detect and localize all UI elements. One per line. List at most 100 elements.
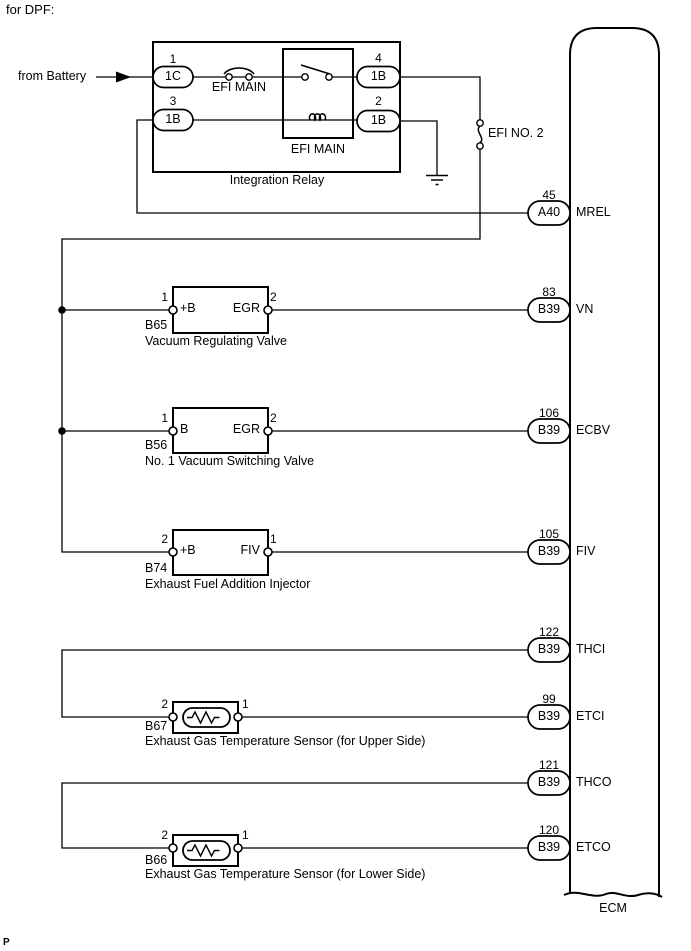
ecm-terminal-oval-ecbv: [527, 418, 571, 444]
terminal-signal: THCI: [576, 642, 606, 656]
b66-resistor-icon: [187, 843, 220, 858]
relay-pin3-id: 1B: [165, 112, 181, 126]
terminal-connector: B39: [537, 423, 561, 437]
relay-pin1-oval: [152, 65, 194, 89]
b56-pin1-number: 1: [161, 411, 168, 425]
terminal-connector: B39: [537, 302, 561, 316]
terminal-connector: A40: [537, 205, 561, 219]
b65-terminal-b: +B: [180, 301, 196, 315]
ecm-terminal-oval-vn: [527, 297, 571, 323]
terminal-signal: ETCI: [576, 709, 605, 723]
relay-pin4-number: 4: [375, 51, 382, 65]
wire-thci: [61, 649, 528, 718]
fuse-efi-no2-label: EFI NO. 2: [488, 126, 544, 140]
terminal-signal: MREL: [576, 205, 611, 219]
b56-name: No. 1 Vacuum Switching Valve: [145, 454, 315, 468]
ecm-terminal-oval-thco: [527, 770, 571, 796]
arrowhead-icon: [116, 71, 131, 83]
ground-icon: [426, 174, 448, 186]
wire-pin2-to-ground: [400, 120, 438, 175]
ecm-terminal-oval-etci: [527, 704, 571, 730]
b56-pin2-circle: [263, 426, 273, 436]
b65-pin2-number: 2: [270, 290, 277, 304]
ecm-label: ECM: [599, 901, 627, 915]
terminal-connector: B39: [537, 642, 561, 656]
terminal-signal: VN: [576, 302, 594, 316]
b67-pin1-number: 1: [242, 697, 249, 711]
terminal-signal: THCO: [576, 775, 612, 789]
efi-main-relay-label: EFI MAIN: [290, 142, 346, 156]
terminal-connector: B39: [537, 775, 561, 789]
fuse-efi-main-label: EFI MAIN: [211, 80, 267, 94]
page-heading: for DPF:: [6, 2, 55, 17]
terminal-connector: B39: [537, 709, 561, 723]
ecm-terminal-oval-mrel: [527, 200, 571, 226]
b66-name: Exhaust Gas Temperature Sensor (for Lowe…: [145, 867, 426, 881]
b67-pin2-circle: [168, 712, 178, 722]
terminal-signal: FIV: [576, 544, 596, 558]
b66-pin2-number: 2: [161, 828, 168, 842]
b67-element-oval: [182, 707, 231, 728]
ecm-break-line: [563, 891, 663, 898]
fuse-contact-icon: [476, 119, 484, 127]
ecm-terminal-oval-thci: [527, 637, 571, 663]
b56-terminal-b: B: [180, 422, 189, 436]
terminal-signal: ETCO: [576, 840, 611, 854]
b74-pin2-circle: [168, 547, 178, 557]
b74-terminal-fiv: FIV: [240, 543, 260, 557]
integration-relay-box: [152, 41, 401, 173]
fuse-contact-icon: [225, 73, 233, 81]
relay-pin2-number: 2: [375, 94, 382, 108]
b67-resistor-icon: [187, 710, 220, 725]
wire-pin4-to-fuse: [400, 76, 481, 120]
relay-pin1-id: 1C: [165, 69, 181, 83]
b74-pin1-circle: [263, 547, 273, 557]
b66-pin2-circle: [168, 843, 178, 853]
terminal-pin-number: 83: [542, 285, 556, 299]
b74-pin1-number: 1: [270, 532, 277, 546]
wire-thco: [61, 782, 528, 849]
switch-contact-icon: [325, 73, 333, 81]
ecm-terminal-oval-etco: [527, 835, 571, 861]
terminal-pin-number: 45: [542, 188, 556, 202]
terminal-pin-number: 122: [538, 625, 560, 639]
terminal-pin-number: 121: [538, 758, 560, 772]
terminal-pin-number: 106: [538, 406, 560, 420]
terminal-pin-number: 99: [542, 692, 556, 706]
b74-terminal-b: +B: [180, 543, 196, 557]
fuse-contact-icon: [245, 73, 253, 81]
terminal-pin-number: 120: [538, 823, 560, 837]
b66-element-oval: [182, 840, 231, 861]
switch-blade-icon: [300, 64, 331, 75]
terminal-connector: B39: [537, 840, 561, 854]
b65-name: Vacuum Regulating Valve: [145, 334, 287, 348]
b67-pin1-circle: [233, 712, 243, 722]
relay-pin2-id: 1B: [370, 113, 387, 127]
b65-pin2-circle: [263, 305, 273, 315]
relay-coil-icon: [308, 113, 327, 122]
efi-main-relay-box: [282, 48, 354, 139]
integration-relay-label: Integration Relay: [229, 173, 325, 187]
b66-pin1-circle: [233, 843, 243, 853]
relay-pin3-number: 3: [169, 94, 177, 108]
fuse-contact-icon: [476, 142, 484, 150]
ecm-terminal-oval-fiv: [527, 539, 571, 565]
b65-pin1-number: 1: [161, 290, 168, 304]
fuse-efi-no2-icon: [477, 125, 483, 144]
b74-pin2-number: 2: [161, 532, 168, 546]
wire-power-bus: [61, 149, 481, 553]
b56-code: B56: [145, 438, 168, 452]
terminal-connector: B39: [537, 544, 561, 558]
terminal-pin-number: 105: [538, 527, 560, 541]
ecm-outline: [569, 27, 660, 897]
terminal-signal: ECBV: [576, 423, 611, 437]
b67-name: Exhaust Gas Temperature Sensor (for Uppe…: [145, 734, 426, 748]
b74-code: B74: [145, 561, 168, 575]
b65-pin1-circle: [168, 305, 178, 315]
switch-contact-icon: [301, 73, 309, 81]
b74-name: Exhaust Fuel Addition Injector: [145, 577, 311, 591]
wire-mrel: [136, 119, 528, 214]
b56-terminal-egr: EGR: [232, 422, 260, 436]
